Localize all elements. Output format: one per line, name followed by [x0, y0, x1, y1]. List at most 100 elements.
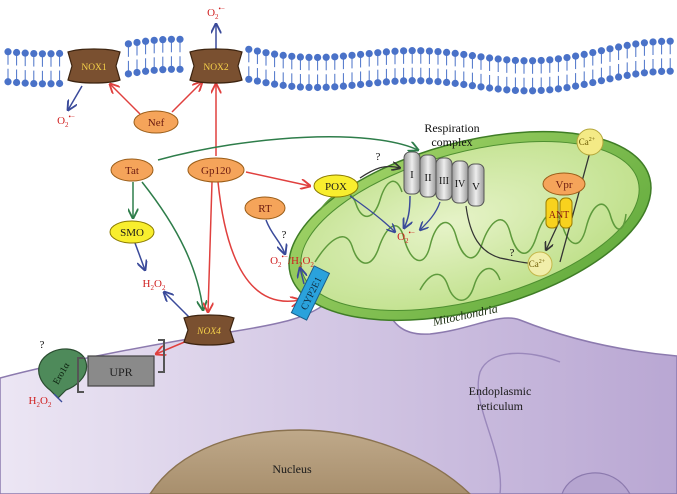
lipid-head	[649, 68, 657, 76]
lipid-head	[391, 47, 399, 55]
complex-iv-label: IV	[455, 179, 466, 190]
complex-iii-label: III	[439, 176, 449, 187]
lipid-head	[124, 40, 132, 48]
lipid-head	[374, 49, 382, 57]
lipid-head	[47, 80, 55, 88]
lipid-head	[425, 47, 433, 55]
lipid-head	[546, 56, 554, 64]
lipid-head	[623, 41, 631, 49]
nox2-label: NOX2	[203, 63, 229, 73]
lipid-head	[563, 53, 571, 62]
rt-node: RT	[244, 196, 286, 220]
arrow-pox-respiration	[359, 166, 400, 179]
nox2-enzyme: NOX2	[189, 48, 243, 84]
arrow-tat-nox4	[141, 181, 203, 310]
lipid-head	[443, 78, 451, 86]
lipid-head	[554, 85, 563, 93]
lipid-head	[365, 49, 373, 58]
lipid-head	[322, 83, 330, 91]
lipid-head	[142, 37, 150, 45]
lipid-head	[615, 73, 623, 81]
arrow-nef-nox2	[171, 82, 202, 113]
lipid-head	[511, 56, 519, 65]
lipid-head	[417, 77, 425, 85]
lipid-head	[296, 53, 304, 61]
plasma-membrane	[4, 35, 674, 95]
er-lumen-fold	[477, 352, 561, 494]
gp120-label: Gp120	[201, 165, 231, 177]
lipid-head	[159, 36, 167, 44]
lipid-head	[176, 65, 184, 73]
lipid-head	[537, 56, 545, 65]
lipid-head	[150, 36, 158, 44]
lipid-head	[554, 55, 563, 63]
lipid-head	[529, 87, 537, 95]
lipid-head	[640, 39, 649, 47]
nucleus	[149, 429, 472, 494]
nucleus-label: Nucleus	[272, 462, 312, 476]
arrow-nox1-superoxide	[68, 85, 83, 110]
lipid-head	[38, 50, 47, 58]
lipid-head	[632, 40, 640, 48]
pox-node: POX	[313, 174, 359, 198]
lipid-head	[606, 45, 614, 53]
lipid-head	[13, 78, 21, 87]
arrow-smo-h2o2	[134, 242, 145, 270]
lipid-head	[408, 77, 416, 85]
arrow-rt-ros	[265, 219, 285, 254]
lipid-head	[572, 82, 580, 90]
arrow-pox-superoxide	[349, 195, 395, 232]
lipid-head	[520, 57, 528, 65]
respiration-title-line1: Respiration	[424, 121, 479, 135]
gp120-node: Gp120	[187, 157, 245, 183]
nox4-label: NOX4	[196, 327, 221, 337]
nef-label: Nef	[148, 117, 165, 129]
lipid-head	[30, 49, 38, 58]
lipid-head	[245, 45, 253, 53]
lipid-head	[443, 48, 451, 56]
lipid-head	[468, 82, 476, 90]
superoxide-nox2: O2•−	[207, 5, 225, 21]
smo-node: SMO	[109, 220, 155, 244]
lipid-head	[124, 70, 132, 78]
er-label-line2: reticulum	[477, 399, 524, 413]
complex-v	[467, 163, 485, 207]
lipid-head	[348, 81, 356, 89]
nox1-enzyme: NOX1	[67, 48, 121, 84]
lipid-head	[400, 77, 408, 85]
lipid-head	[253, 47, 261, 55]
lipid-head	[245, 75, 253, 83]
lipid-head	[486, 84, 494, 92]
upr-box	[87, 355, 155, 387]
lipid-head	[640, 69, 649, 77]
lipid-head	[262, 79, 270, 87]
arrow-gp120-nox4	[208, 181, 212, 312]
arrow-complex3-superoxide	[420, 201, 441, 230]
calcium-matrix-label: Ca2+	[529, 259, 546, 269]
arrow-cyp2e1-ros	[300, 268, 304, 285]
lipid-head	[142, 67, 150, 75]
lipid-head	[271, 50, 279, 58]
lipid-head	[632, 70, 640, 78]
lipid-head	[666, 67, 674, 75]
lipid-head	[38, 80, 47, 88]
lipid-head	[503, 86, 511, 94]
lipid-head	[417, 47, 425, 55]
nucleus-small-lobe	[561, 472, 631, 494]
arrow-complex-superoxide	[404, 195, 410, 228]
lipid-head	[606, 75, 614, 83]
lipid-head	[357, 80, 365, 89]
lipid-head	[357, 50, 365, 59]
arrow-tat-respiration	[157, 136, 418, 161]
lipid-head	[597, 77, 606, 85]
lipid-head	[159, 66, 167, 74]
lipid-head	[176, 35, 184, 43]
lipid-head	[30, 79, 38, 88]
question-mark-pox: ?	[376, 151, 381, 163]
hydrogen-peroxide-smo: H2O2	[143, 278, 166, 292]
nox1-label: NOX1	[81, 63, 107, 73]
lipid-head	[666, 37, 674, 45]
lipid-head	[262, 49, 270, 57]
lipid-head	[658, 67, 666, 75]
ant-transporter: ANT	[545, 197, 573, 229]
